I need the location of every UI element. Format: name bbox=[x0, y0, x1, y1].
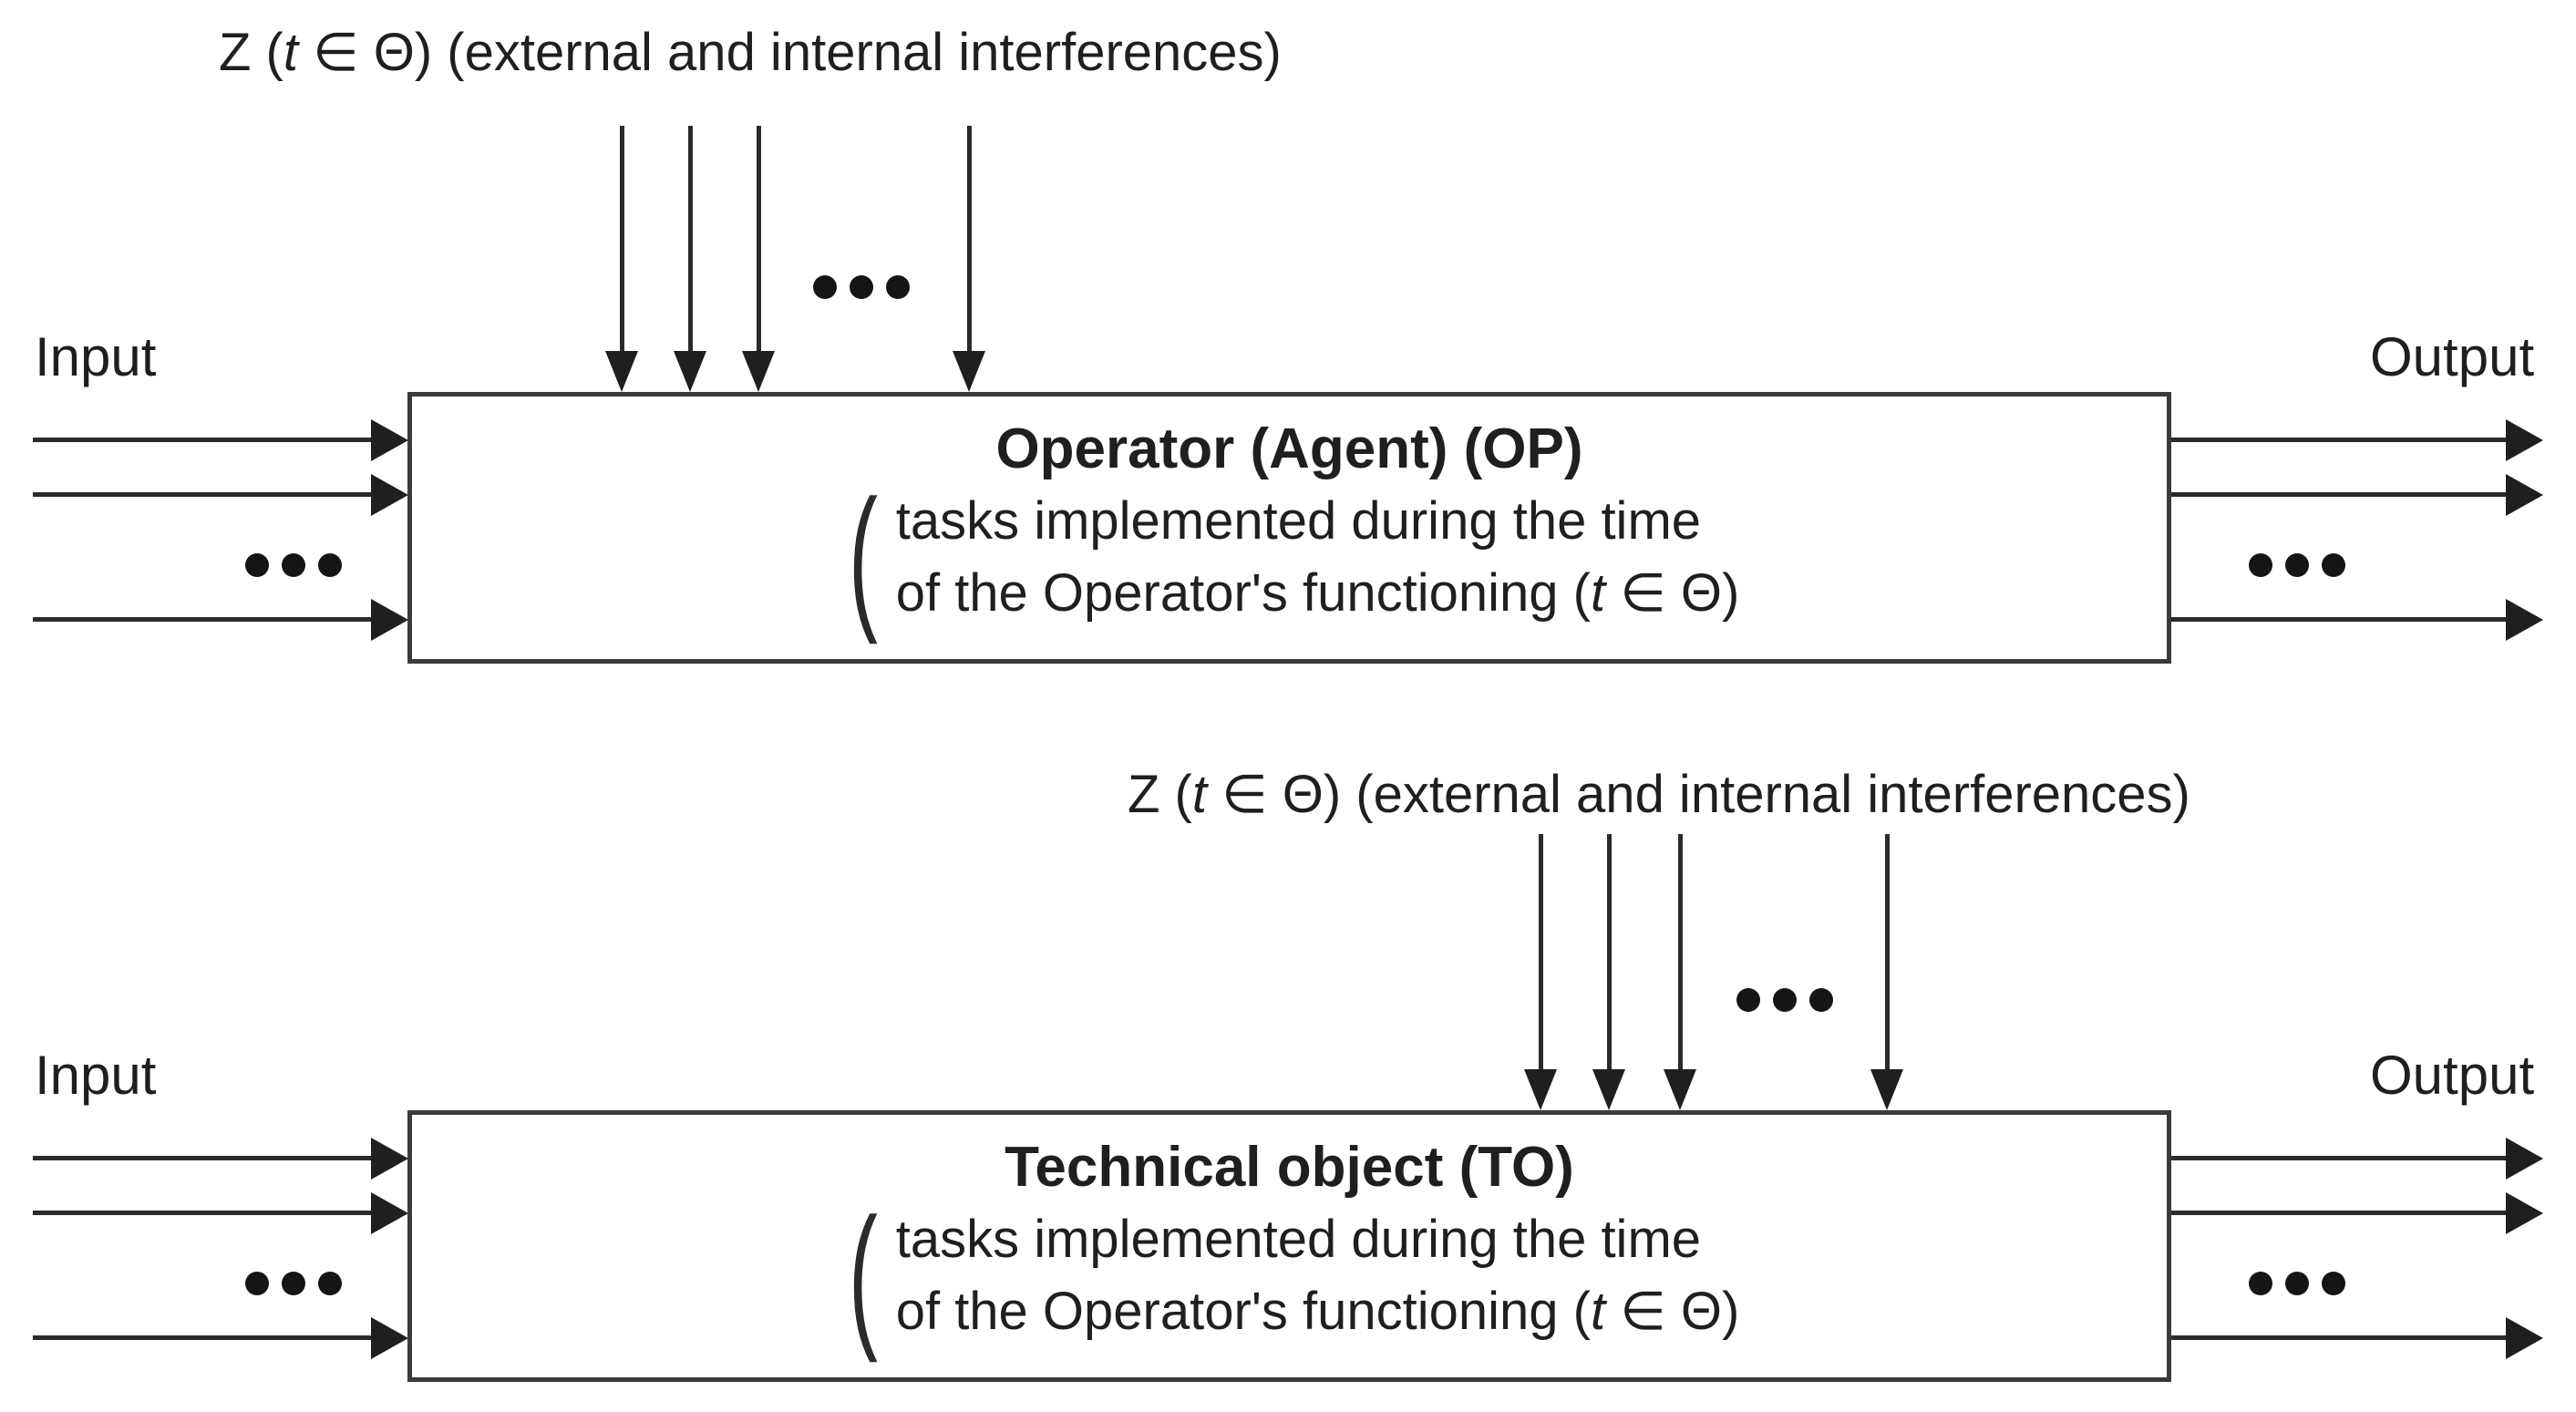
input-label: Input bbox=[35, 326, 157, 387]
technical-object-box: Technical object (TO) ( tasks implemente… bbox=[407, 1110, 2171, 1382]
brace-icon: ( bbox=[848, 1186, 878, 1364]
interference-label-t: t bbox=[1191, 765, 1207, 824]
ellipsis-icon bbox=[2249, 553, 2345, 577]
interference-label-post: ∈ Θ) (external and internal interference… bbox=[1206, 765, 2190, 824]
dot bbox=[245, 553, 269, 577]
dot bbox=[886, 275, 910, 299]
arrowhead-down-icon bbox=[1592, 1069, 1625, 1110]
arrowhead-right-icon bbox=[371, 1192, 408, 1234]
ellipsis-icon bbox=[245, 1272, 342, 1295]
interference-label-pre: Z ( bbox=[219, 23, 283, 82]
task-line-2-pre: of the Operator's functioning ( bbox=[895, 1282, 1591, 1341]
input-arrow bbox=[33, 438, 371, 442]
task-lines: tasks implemented during the time of the… bbox=[896, 1203, 1740, 1347]
interference-arrow bbox=[1539, 834, 1543, 1069]
dot bbox=[2249, 553, 2272, 577]
task-line-2: of the Operator's functioning (t ∈ Θ) bbox=[896, 1275, 1740, 1347]
output-arrow bbox=[2171, 1211, 2507, 1215]
task-line-2-post: ∈ Θ) bbox=[1605, 1282, 1740, 1341]
task-group: ( tasks implemented during the time of t… bbox=[840, 1186, 1740, 1364]
interference-arrow bbox=[620, 126, 624, 351]
dot bbox=[282, 1272, 305, 1295]
arrowhead-right-icon bbox=[2506, 1138, 2543, 1180]
dot bbox=[1809, 988, 1833, 1012]
dot bbox=[1773, 988, 1797, 1012]
arrowhead-right-icon bbox=[371, 419, 408, 461]
arrowhead-right-icon bbox=[371, 599, 408, 641]
input-arrow bbox=[33, 1335, 371, 1340]
dot bbox=[318, 1272, 342, 1295]
ellipsis-icon bbox=[813, 275, 910, 299]
output-arrow bbox=[2171, 492, 2507, 497]
dot bbox=[2285, 1272, 2309, 1295]
dot bbox=[2322, 553, 2345, 577]
task-line-2: of the Operator's functioning (t ∈ Θ) bbox=[896, 557, 1740, 629]
task-line-2-post: ∈ Θ) bbox=[1605, 563, 1740, 623]
input-label: Input bbox=[35, 1045, 157, 1106]
arrowhead-right-icon bbox=[371, 1317, 408, 1359]
task-group: ( tasks implemented during the time of t… bbox=[840, 468, 1740, 645]
ellipsis-icon bbox=[245, 553, 342, 577]
interference-arrow bbox=[688, 126, 693, 351]
input-arrow bbox=[33, 1156, 371, 1160]
task-lines: tasks implemented during the time of the… bbox=[896, 485, 1740, 629]
task-line-1: tasks implemented during the time bbox=[895, 491, 1702, 551]
arrowhead-down-icon bbox=[1870, 1069, 1903, 1110]
operator-box: Operator (Agent) (OP) ( tasks implemente… bbox=[407, 392, 2171, 664]
task-line-1: tasks implemented during the time bbox=[895, 1210, 1702, 1269]
dot bbox=[318, 553, 342, 577]
dot bbox=[2322, 1272, 2345, 1295]
arrowhead-right-icon bbox=[371, 474, 408, 516]
output-arrow bbox=[2171, 1335, 2507, 1340]
arrowhead-right-icon bbox=[2506, 474, 2543, 516]
output-label: Output bbox=[2370, 326, 2535, 387]
output-label: Output bbox=[2370, 1045, 2535, 1106]
input-arrow bbox=[33, 617, 371, 622]
interference-arrow bbox=[1678, 834, 1683, 1069]
dot bbox=[813, 275, 837, 299]
input-arrow bbox=[33, 492, 371, 497]
arrowhead-down-icon bbox=[953, 351, 985, 392]
output-arrow bbox=[2171, 438, 2507, 442]
interference-label-pre: Z ( bbox=[1128, 765, 1192, 824]
interference-label: Z (t ∈ Θ) (external and internal interfe… bbox=[1128, 766, 2190, 824]
dot bbox=[1736, 988, 1760, 1012]
ellipsis-icon bbox=[2249, 1272, 2345, 1295]
dot bbox=[850, 275, 873, 299]
arrowhead-right-icon bbox=[2506, 1192, 2543, 1234]
ellipsis-icon bbox=[1736, 988, 1833, 1012]
interference-arrow bbox=[967, 126, 972, 351]
dot bbox=[245, 1272, 269, 1295]
dot bbox=[282, 553, 305, 577]
task-line-2-pre: of the Operator's functioning ( bbox=[895, 563, 1591, 623]
arrowhead-down-icon bbox=[605, 351, 638, 392]
interference-arrow bbox=[1607, 834, 1612, 1069]
task-line-2-t: t bbox=[1590, 1282, 1606, 1341]
arrowhead-down-icon bbox=[1664, 1069, 1696, 1110]
arrowhead-down-icon bbox=[1524, 1069, 1557, 1110]
interference-arrow bbox=[757, 126, 761, 351]
dot bbox=[2285, 553, 2309, 577]
box-title: Technical object (TO) bbox=[1005, 1136, 1574, 1199]
arrowhead-down-icon bbox=[742, 351, 775, 392]
arrowhead-right-icon bbox=[371, 1138, 408, 1180]
interference-label: Z (t ∈ Θ) (external and internal interfe… bbox=[219, 24, 1282, 82]
interference-arrow bbox=[1885, 834, 1890, 1069]
interference-label-t: t bbox=[283, 23, 298, 82]
arrowhead-right-icon bbox=[2506, 599, 2543, 641]
arrowhead-right-icon bbox=[2506, 419, 2543, 461]
brace-icon: ( bbox=[848, 468, 878, 645]
interference-label-post: ∈ Θ) (external and internal interference… bbox=[297, 23, 1282, 82]
dot bbox=[2249, 1272, 2272, 1295]
output-arrow bbox=[2171, 617, 2507, 622]
input-arrow bbox=[33, 1211, 371, 1215]
task-line-2-t: t bbox=[1590, 563, 1606, 623]
output-arrow bbox=[2171, 1156, 2507, 1160]
box-title: Operator (Agent) (OP) bbox=[995, 417, 1583, 480]
arrowhead-down-icon bbox=[674, 351, 706, 392]
arrowhead-right-icon bbox=[2506, 1317, 2543, 1359]
